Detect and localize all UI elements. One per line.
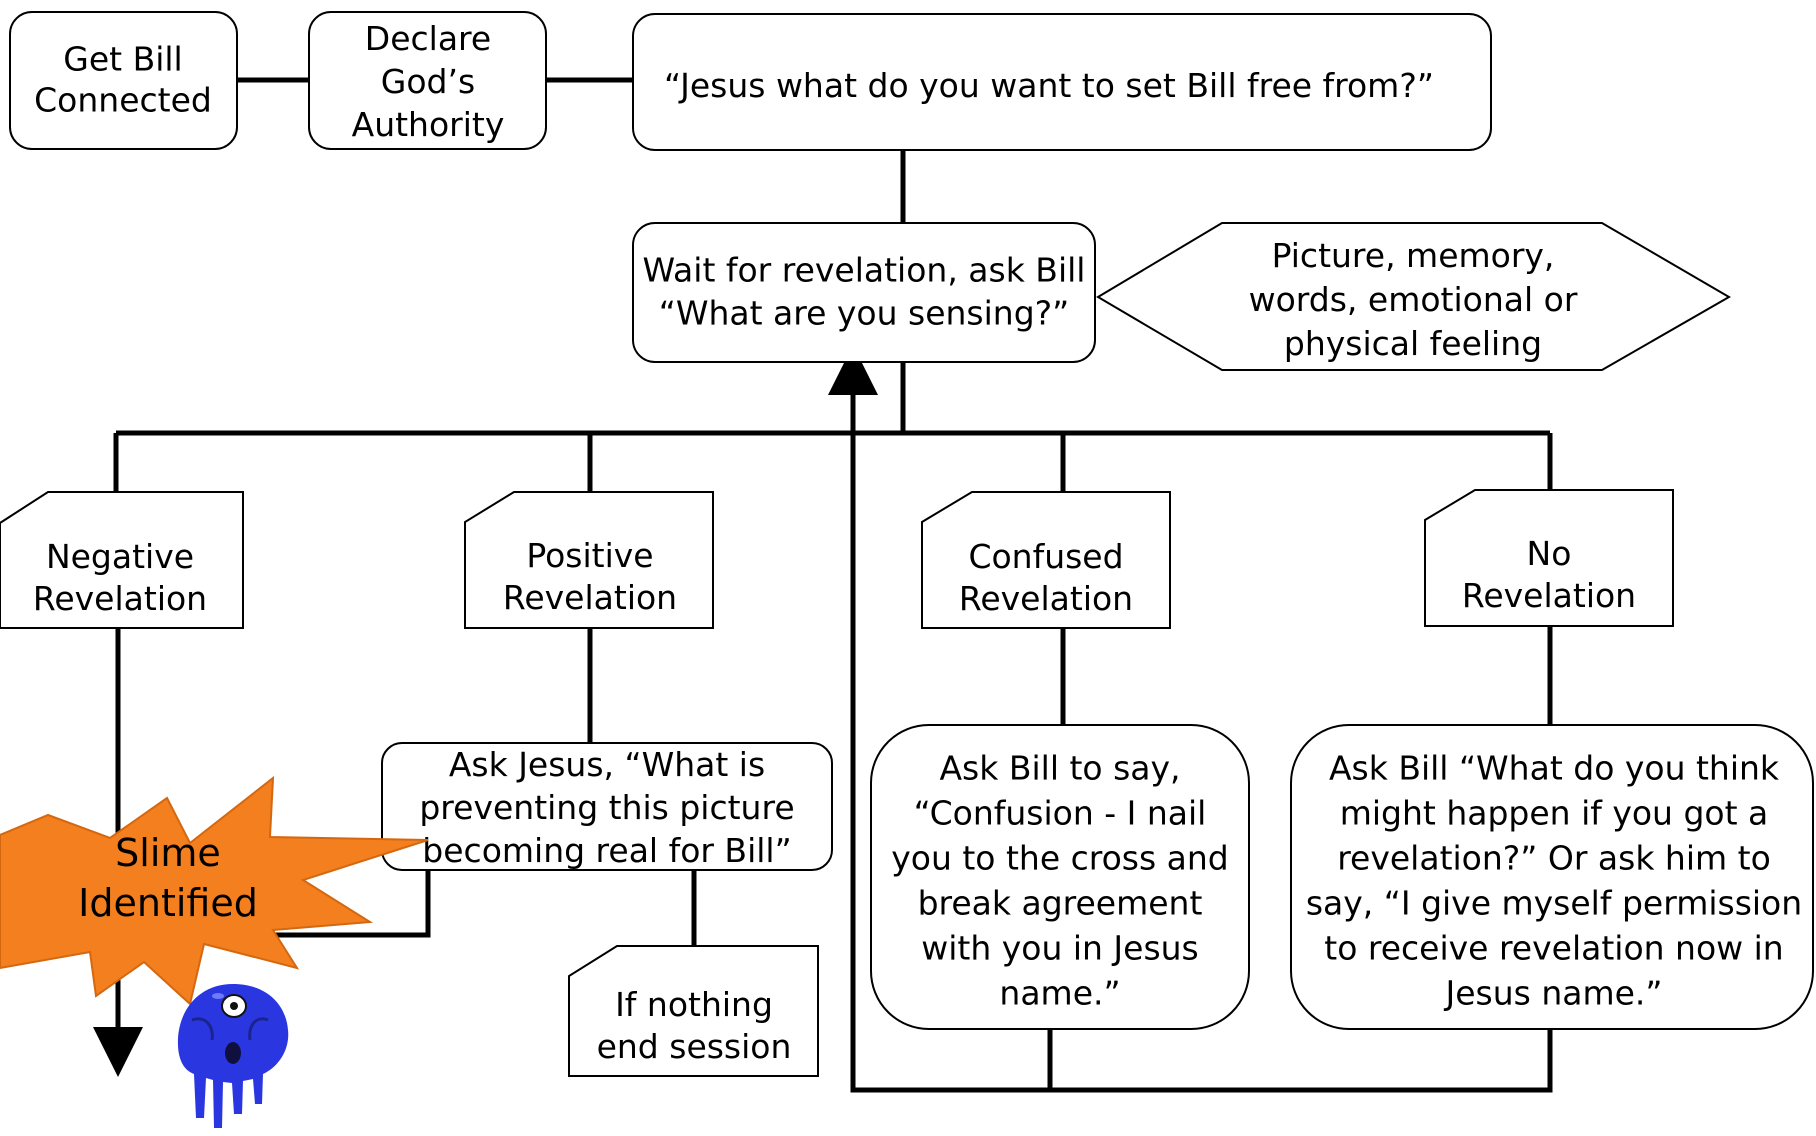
text-line: becoming real for Bill”: [422, 831, 791, 870]
text-line: No: [1527, 534, 1572, 573]
node-text: Ask Bill “What do you think might happen …: [1306, 749, 1802, 1013]
text-line: Ask Bill to say,: [939, 749, 1180, 788]
text-line: Revelation: [959, 579, 1133, 618]
text-line: “Jesus what do you want to set Bill free…: [664, 66, 1434, 105]
node-text: Ask Bill to say, “Confusion - I nail you t…: [891, 749, 1229, 1013]
creature-mouth: [225, 1042, 241, 1064]
text-line: Revelation: [1462, 576, 1636, 615]
text-line: Identified: [78, 881, 258, 925]
text-line: revelation?” Or ask him to: [1337, 839, 1771, 878]
node-jesus-question: “Jesus what do you want to set Bill free…: [632, 13, 1492, 151]
text-line: physical feeling: [1284, 324, 1542, 363]
text-line: Picture, memory,: [1272, 236, 1555, 275]
text-line: Declare: [365, 19, 491, 58]
text-line: Wait for revelation, ask Bill: [643, 251, 1086, 290]
node-text: Ask Jesus, “What is preventing this pictu…: [419, 745, 794, 870]
text-line: Get Bill: [63, 40, 182, 79]
node-revelation-types: Picture, memory, words, emotional or physi…: [1096, 222, 1731, 371]
node-text: “Jesus what do you want to set Bill free…: [664, 66, 1434, 105]
burst-shape: [0, 775, 429, 1006]
text-line: Slime: [115, 831, 221, 875]
text-line: Ask Bill “What do you think: [1329, 749, 1780, 788]
text-line: Negative: [46, 537, 194, 576]
text-line: Connected: [34, 81, 212, 120]
connector-ask-to-slime: [250, 870, 431, 938]
text-line: “Confusion - I nail: [914, 794, 1207, 833]
text-line: might happen if you got a: [1340, 794, 1769, 833]
text-line: end session: [597, 1027, 792, 1066]
text-line: Authority: [352, 105, 505, 144]
text-line: you to the cross and: [891, 839, 1229, 878]
node-wait-revelation: Wait for revelation, ask Bill “What are y…: [632, 222, 1096, 363]
node-permission-prayer: Ask Bill “What do you think might happen …: [1290, 724, 1814, 1030]
text-line: say, “I give myself permission: [1306, 884, 1802, 923]
text-line: If nothing: [615, 985, 773, 1024]
text-line: Jesus name.”: [1444, 974, 1663, 1013]
text-line: words, emotional or: [1249, 280, 1578, 319]
text-line: Revelation: [503, 578, 677, 617]
loop-return-bus: [1047, 1029, 1553, 1093]
text-line: God’s: [381, 62, 475, 101]
text-line: “What are you sensing?”: [659, 294, 1070, 333]
text-line: Confused: [968, 537, 1123, 576]
node-confusion-prayer: Ask Bill to say, “Confusion - I nail you t…: [870, 724, 1250, 1030]
node-ask-jesus-preventing: Ask Jesus, “What is preventing this pictu…: [381, 742, 833, 871]
text-line: preventing this picture: [419, 788, 794, 827]
text-line: Positive: [526, 536, 653, 575]
text-line: break agreement: [918, 884, 1203, 923]
blue-slime-creature-icon: [177, 984, 289, 1128]
text-line: name.”: [999, 974, 1120, 1013]
connectors: [93, 77, 1553, 1093]
node-text: Wait for revelation, ask Bill “What are y…: [643, 251, 1086, 333]
text-line: with you in Jesus: [921, 929, 1199, 968]
text-line: to receive revelation now in: [1324, 929, 1783, 968]
text-line: Ask Jesus, “What is: [449, 745, 765, 784]
arrow-loop-back-to-wait: [828, 345, 1050, 1093]
node-text: Picture, memory, words, emotional or physi…: [1249, 236, 1578, 363]
text-line: Revelation: [33, 579, 207, 618]
